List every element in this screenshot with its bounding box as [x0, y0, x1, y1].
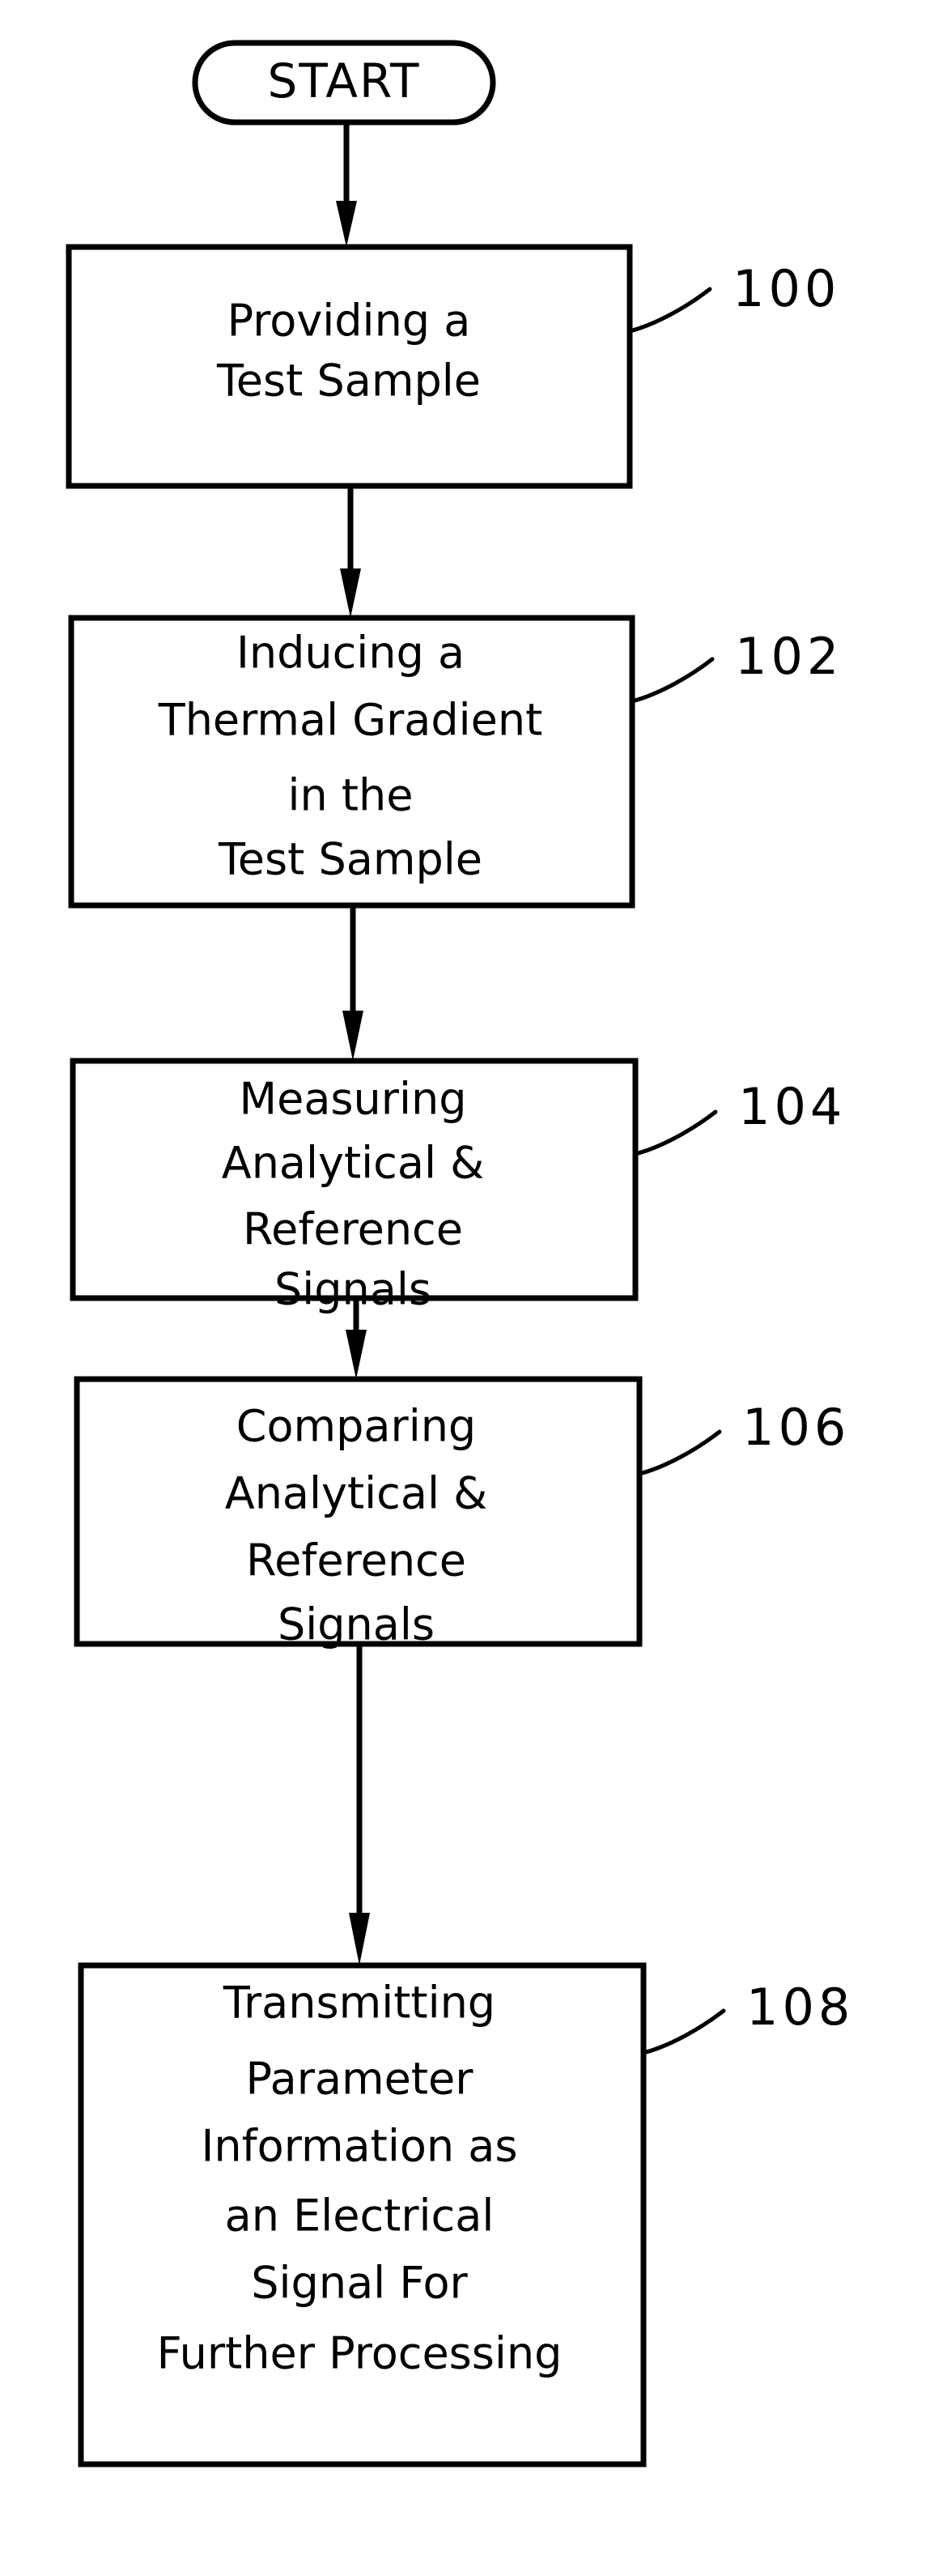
arrow-head-icon: [349, 1913, 370, 1965]
step-102-line-4: Test Sample: [218, 834, 482, 885]
reference-callout-108: 108: [641, 1978, 854, 2055]
step-box-100: [66, 244, 633, 489]
reference-callout-102: 102: [630, 627, 843, 704]
leader-line-102: [630, 657, 715, 704]
connector-start-to-100: [336, 122, 357, 247]
reference-number-102: 102: [735, 627, 843, 686]
leader-line-104: [633, 1109, 718, 1156]
step-104-line-1: Measuring: [240, 1074, 467, 1125]
step-108-line-2: Parameter: [246, 2054, 474, 2105]
arrow-head-icon: [336, 201, 357, 247]
connector-102-to-104: [342, 905, 363, 1061]
step-node-106: Comparing Analytical & Reference Signals: [74, 1376, 643, 1650]
arrow-head-icon: [342, 1011, 363, 1061]
step-node-104: Measuring Analytical & Reference Signals: [70, 1058, 639, 1315]
reference-number-100: 100: [733, 259, 840, 318]
step-104-line-4: Signals: [274, 1264, 431, 1315]
step-104-line-2: Analytical &: [222, 1138, 484, 1189]
connector-104-to-106: [346, 1298, 367, 1379]
step-node-108: Transmitting Parameter Information as an…: [78, 1962, 647, 2467]
reference-number-108: 108: [746, 1978, 854, 2037]
step-node-102: Inducing a Thermal Gradient in the Test …: [68, 615, 635, 909]
leader-line-106: [637, 1429, 722, 1476]
step-106-line-1: Comparing: [236, 1401, 476, 1452]
step-106-line-2: Analytical &: [225, 1468, 487, 1519]
step-108-line-5: Signal For: [251, 2258, 468, 2309]
step-100-line-2: Test Sample: [216, 356, 481, 407]
start-node: START: [192, 40, 496, 126]
connector-100-to-102: [340, 486, 361, 618]
step-104-line-3: Reference: [243, 1204, 463, 1255]
step-108-line-6: Further Processing: [157, 2328, 563, 2379]
connector-106-to-108: [349, 1644, 370, 1965]
arrow-head-icon: [346, 1330, 367, 1379]
reference-callout-100: 100: [627, 259, 840, 334]
reference-callout-104: 104: [633, 1077, 846, 1156]
leader-line-100: [627, 287, 712, 334]
start-node-label: START: [268, 53, 421, 109]
reference-callout-106: 106: [637, 1398, 850, 1476]
step-102-line-2: Thermal Gradient: [158, 695, 543, 746]
step-102-line-3: in the: [287, 770, 413, 821]
step-108-line-1: Transmitting: [223, 1978, 495, 2029]
step-106-line-3: Reference: [246, 1535, 466, 1586]
reference-number-104: 104: [738, 1077, 846, 1136]
step-box-106: [74, 1376, 643, 1647]
leader-line-108: [641, 2008, 726, 2055]
step-box-108: [78, 1962, 647, 2467]
step-108-line-4: an Electrical: [225, 2191, 495, 2242]
step-node-100: Providing a Test Sample: [66, 244, 633, 489]
step-102-line-1: Inducing a: [236, 628, 465, 679]
step-106-line-4: Signals: [278, 1599, 435, 1650]
reference-number-106: 106: [742, 1398, 850, 1457]
step-108-line-3: Information as: [202, 2121, 518, 2172]
arrow-head-icon: [340, 568, 361, 618]
step-box-104: [70, 1058, 639, 1301]
step-100-line-1: Providing a: [227, 296, 471, 347]
